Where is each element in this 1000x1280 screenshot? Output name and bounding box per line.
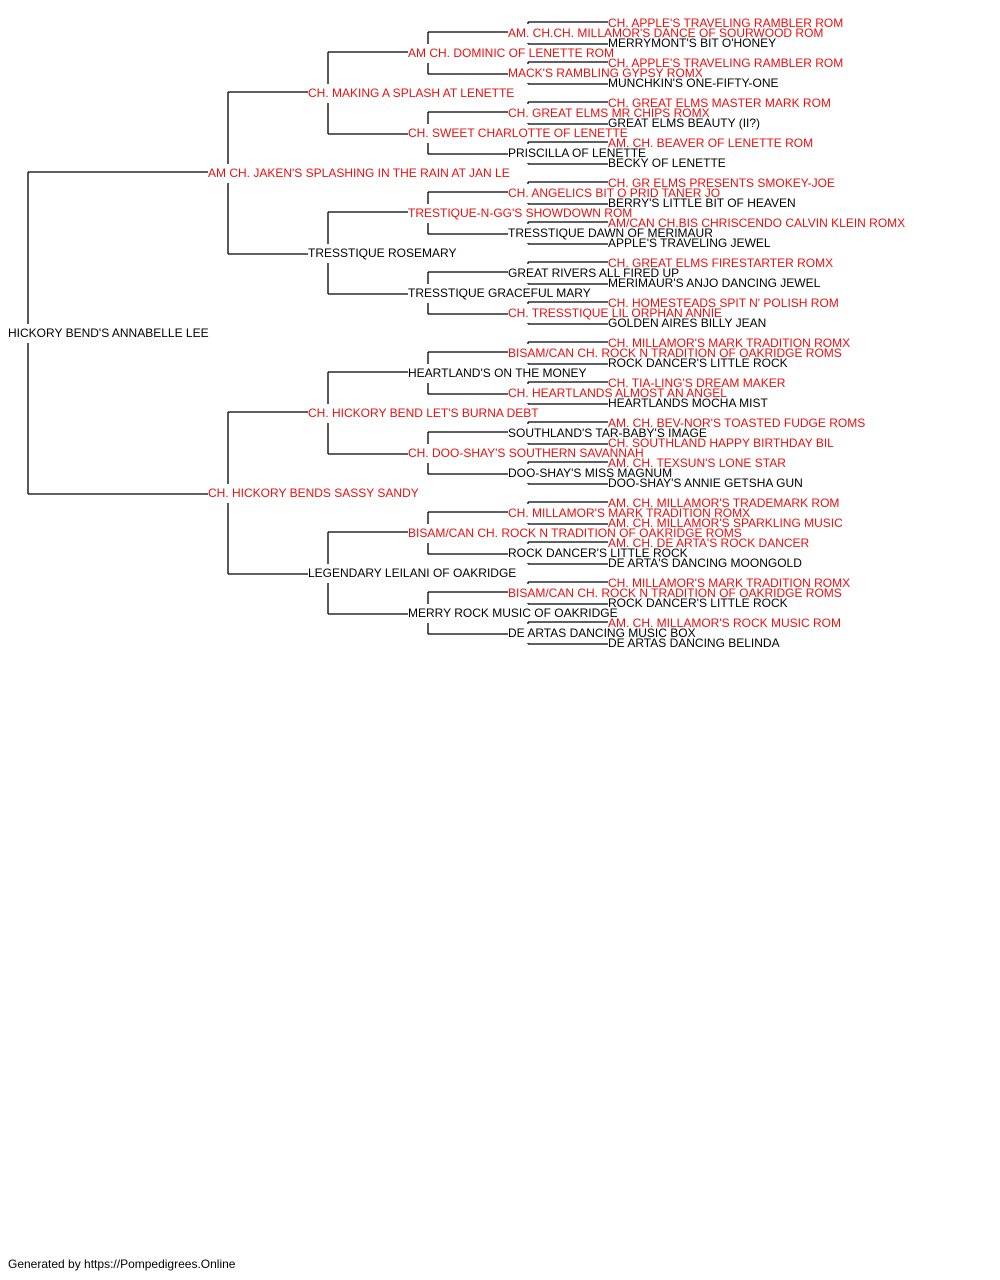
ancestor-name: CH. DOO-SHAY'S SOUTHERN SAVANNAH — [408, 446, 644, 460]
ancestor-name: ROCK DANCER'S LITTLE ROCK — [608, 596, 788, 610]
ancestor-name: CH. GREAT ELMS FIRESTARTER ROMX — [608, 256, 834, 270]
ancestor-name: DE ARTA'S DANCING MOONGOLD — [608, 556, 802, 570]
ancestor-name: MERRYMONT'S BIT O'HONEY — [608, 36, 777, 50]
ancestor-name: AM CH. JAKEN'S SPLASHING IN THE RAIN AT … — [208, 166, 510, 180]
ancestor-name: AM. CH. DE ARTA'S ROCK DANCER — [608, 536, 810, 550]
ancestor-name: CH. SOUTHLAND HAPPY BIRTHDAY BIL — [608, 436, 834, 450]
ancestor-name: CH. HOMESTEADS SPIT N' POLISH ROM — [608, 296, 839, 310]
ancestor-name: CH. TRESSTIQUE LIL ORPHAN ANNIE — [508, 306, 723, 320]
ancestor-name: AM. CH. MILLAMOR'S TRADEMARK ROM — [608, 496, 840, 510]
ancestor-name: CH. SWEET CHARLOTTE OF LENETTE — [408, 126, 628, 140]
ancestor-name: AM. CH. BEAVER OF LENETTE ROM — [608, 136, 814, 150]
ancestor-name: CH. HEARTLANDS ALMOST AN ANGEL — [508, 386, 727, 400]
ancestor-name: TRESTIQUE-N-GG'S SHOWDOWN ROM — [408, 206, 633, 220]
ancestor-name: DE ARTAS DANCING MUSIC BOX — [508, 626, 696, 640]
ancestor-name: GREAT ELMS BEAUTY (II?) — [608, 116, 761, 130]
ancestor-name: CH. HICKORY BENDS SASSY SANDY — [208, 486, 419, 500]
ancestor-name: BISAM/CAN CH. ROCK N TRADITION OF OAKRID… — [508, 346, 842, 360]
ancestor-name: BERRY'S LITTLE BIT OF HEAVEN — [608, 196, 796, 210]
ancestor-name: AM. CH. BEV-NOR'S TOASTED FUDGE ROMS — [608, 416, 866, 430]
ancestor-name: PRISCILLA OF LENETTE — [508, 146, 647, 160]
ancestor-name: CH. APPLE'S TRAVELING RAMBLER ROM — [608, 16, 844, 30]
ancestor-name: ROCK DANCER'S LITTLE ROCK — [508, 546, 688, 560]
ancestor-name: HEARTLANDS MOCHA MIST — [608, 396, 768, 410]
ancestor-name: SOUTHLAND'S TAR-BABY'S IMAGE — [508, 426, 707, 440]
ancestor-name: MERIMAUR'S ANJO DANCING JEWEL — [608, 276, 821, 290]
ancestor-name: BISAM/CAN CH. ROCK N TRADITION OF OAKRID… — [508, 586, 842, 600]
ancestor-name: CH. MAKING A SPLASH AT LENETTE — [308, 86, 515, 100]
ancestor-name: TRESSTIQUE GRACEFUL MARY — [408, 286, 591, 300]
ancestor-name: GOLDEN AIRES BILLY JEAN — [608, 316, 767, 330]
ancestor-name: AM. CH. MILLAMOR'S SPARKLING MUSIC — [608, 516, 843, 530]
ancestor-name: CH. GREAT ELMS MR CHIPS ROMX — [508, 106, 710, 120]
ancestor-name: CH. MILLAMOR'S MARK TRADITION ROMX — [608, 336, 851, 350]
ancestor-name: TRESSTIQUE DAWN OF MERIMAUR — [508, 226, 713, 240]
ancestor-name: DOO-SHAY'S ANNIE GETSHA GUN — [608, 476, 803, 490]
ancestor-name: AM. CH. MILLAMOR'S ROCK MUSIC ROM — [608, 616, 841, 630]
ancestor-name: CH. GR ELMS PRESENTS SMOKEY-JOE — [608, 176, 835, 190]
ancestor-name: CH. MILLAMOR'S MARK TRADITION ROMX — [508, 506, 751, 520]
ancestor-name: DOO-SHAY'S MISS MAGNUM — [508, 466, 673, 480]
footer-credit: Generated by https://Pompedigrees.Online — [8, 1257, 236, 1271]
ancestor-name: AM/CAN CH.BIS CHRISCENDO CALVIN KLEIN RO… — [608, 216, 906, 230]
ancestor-name: MACK'S RAMBLING GYPSY ROMX — [508, 66, 703, 80]
ancestor-name: HEARTLAND'S ON THE MONEY — [408, 366, 587, 380]
ancestor-name: CH. HICKORY BEND LET'S BURNA DEBT — [308, 406, 539, 420]
ancestor-name: MERRY ROCK MUSIC OF OAKRIDGE — [408, 606, 618, 620]
ancestor-name: CH. MILLAMOR'S MARK TRADITION ROMX — [608, 576, 851, 590]
ancestor-name: BISAM/CAN CH. ROCK N TRADITION OF OAKRID… — [408, 526, 742, 540]
ancestor-name: GREAT RIVERS ALL FIRED UP — [508, 266, 680, 280]
subject-dog-name: HICKORY BEND'S ANNABELLE LEE — [8, 326, 209, 340]
ancestor-name: AM. CH. TEXSUN'S LONE STAR — [608, 456, 786, 470]
ancestor-name: CH. APPLE'S TRAVELING RAMBLER ROM — [608, 56, 844, 70]
ancestor-name: CH. TIA-LING'S DREAM MAKER — [608, 376, 786, 390]
ancestor-name: AM. CH.CH. MILLAMOR'S DANCE OF SOURWOOD … — [508, 26, 824, 40]
ancestor-name: AM CH. DOMINIC OF LENETTE ROM — [408, 46, 615, 60]
ancestor-name: MUNCHKIN'S ONE-FIFTY-ONE — [608, 76, 779, 90]
ancestor-name: ROCK DANCER'S LITTLE ROCK — [608, 356, 788, 370]
ancestor-name: DE ARTAS DANCING BELINDA — [608, 636, 780, 650]
ancestor-name: TRESSTIQUE ROSEMARY — [308, 246, 457, 260]
ancestor-name: CH. GREAT ELMS MASTER MARK ROM — [608, 96, 831, 110]
ancestor-name: APPLE'S TRAVELING JEWEL — [608, 236, 771, 250]
ancestor-name: CH. ANGELICS BIT O PRID TANER JO — [508, 186, 721, 200]
ancestor-name: LEGENDARY LEILANI OF OAKRIDGE — [308, 566, 517, 580]
ancestor-name: BECKY OF LENETTE — [608, 156, 726, 170]
